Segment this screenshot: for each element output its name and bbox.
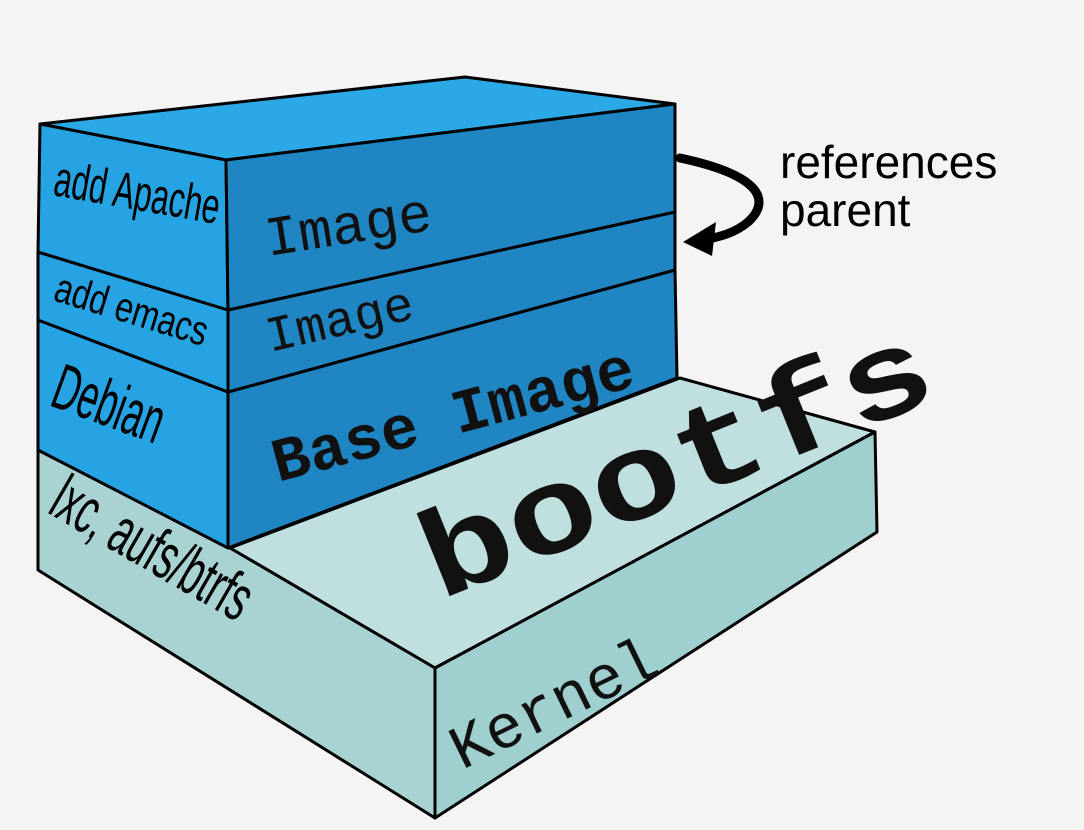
base-image-layer	[36, 268, 679, 550]
references-parent-arrow	[675, 153, 764, 256]
curved-arrow-shaft	[675, 153, 764, 245]
annotation-line-2: parent	[780, 184, 911, 236]
kernel-front-face	[433, 430, 879, 820]
arrow-head-icon	[683, 222, 716, 256]
apache-front-face	[224, 102, 677, 312]
kernel-layer	[36, 376, 879, 820]
apache-image-layer	[36, 75, 677, 312]
annotation-line-1: references	[780, 136, 997, 188]
